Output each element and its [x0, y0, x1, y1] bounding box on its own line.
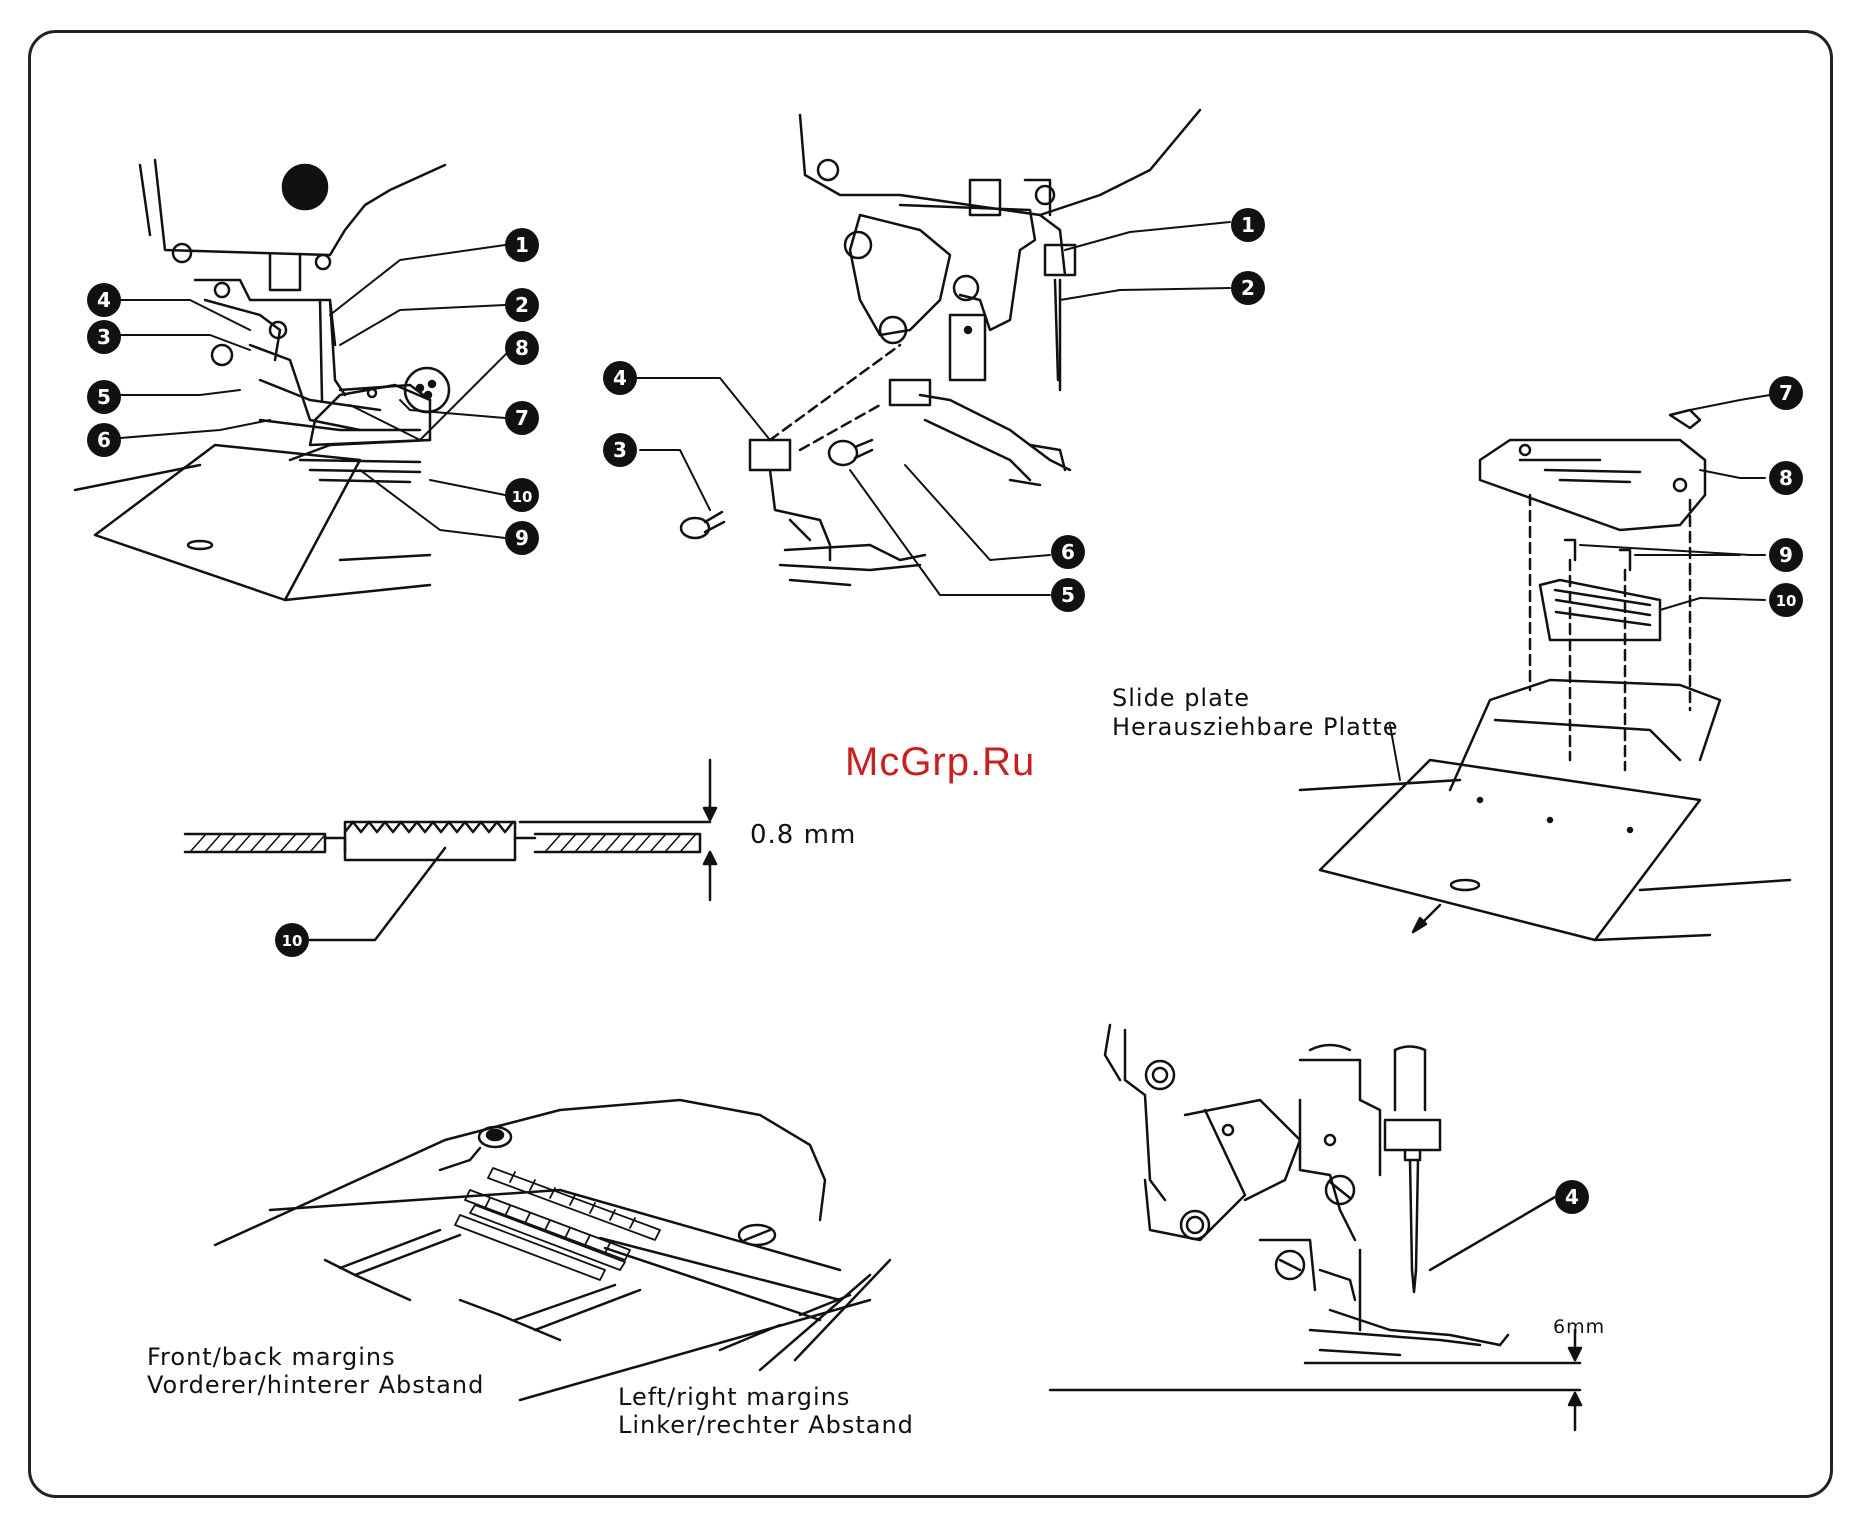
callout-3a: 3 — [97, 325, 111, 349]
callout-10a: 10 — [512, 488, 533, 506]
callout-6a: 6 — [97, 428, 111, 452]
watermark: McGrp.Ru — [845, 740, 1035, 785]
presser-foot-height — [1050, 1025, 1581, 1430]
callout-10d: 10 — [282, 932, 303, 950]
callout-7a: 7 — [515, 406, 529, 430]
front-back-margins-en: Front/back margins — [147, 1342, 396, 1372]
callout-9a: 9 — [515, 526, 529, 550]
callout-4a: 4 — [97, 288, 111, 312]
feed-height-section — [185, 760, 716, 940]
height-label: 6mm — [1553, 1312, 1605, 1342]
callout-5b: 5 — [1061, 583, 1075, 607]
callout-1a: 1 — [515, 233, 529, 257]
callout-numbers: 1 2 4 3 5 6 8 7 10 9 1 2 4 3 6 5 7 8 9 1… — [97, 213, 1796, 1209]
callout-leaders — [120, 222, 1770, 780]
front-back-margins-de: Vorderer/hinterer Abstand — [147, 1370, 484, 1400]
left-right-margins-de: Linker/rechter Abstand — [618, 1410, 914, 1440]
callout-9c: 9 — [1779, 543, 1793, 567]
machine-head-overview — [75, 160, 449, 600]
callout-10c: 10 — [1776, 592, 1797, 610]
feed-dog-exploded — [1300, 410, 1790, 940]
callout-6b: 6 — [1061, 540, 1075, 564]
presser-foot-exploded — [681, 110, 1200, 585]
callout-2a: 2 — [515, 293, 529, 317]
callout-4b: 4 — [613, 366, 627, 390]
callout-2b: 2 — [1241, 276, 1255, 300]
callout-5a: 5 — [97, 385, 111, 409]
callout-1b: 1 — [1241, 213, 1255, 237]
callout-8a: 8 — [515, 336, 529, 360]
gauge-label: 0.8 mm — [750, 820, 856, 850]
callout-markers — [87, 208, 1803, 1214]
callout-3b: 3 — [613, 438, 627, 462]
left-right-margins-en: Left/right margins — [618, 1382, 850, 1412]
slide-plate-label-en: Slide plate — [1112, 683, 1250, 713]
callout-4d: 4 — [1565, 1185, 1579, 1209]
callout-8c: 8 — [1779, 466, 1793, 490]
slide-plate-label-de: Herausziehbare Platte — [1112, 712, 1398, 742]
callout-7c: 7 — [1779, 381, 1793, 405]
